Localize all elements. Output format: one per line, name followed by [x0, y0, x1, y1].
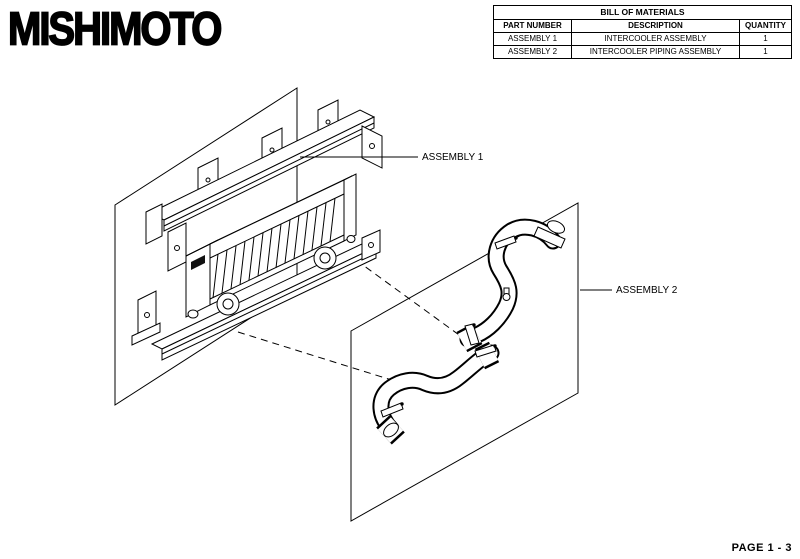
hose-clamp: [380, 402, 404, 418]
end-tank-left: [185, 243, 211, 318]
mishimoto-badge: [191, 255, 205, 270]
bom-row-assembly-2: ASSEMBLY 2 INTERCOOLER PIPING ASSEMBLY 1: [493, 44, 792, 59]
assembly-2-label: ASSEMBLY 2: [616, 285, 678, 296]
assembly-2-callout: ASSEMBLY 2: [580, 285, 678, 296]
alignment-dashed-lines: [237, 259, 467, 393]
bom-part-number: ASSEMBLY 2: [493, 44, 572, 59]
lower-right-bracket: [361, 229, 381, 261]
assembly-1-callout: ASSEMBLY 1: [300, 152, 484, 163]
bom-row-assembly-1: ASSEMBLY 1 INTERCOOLER ASSEMBLY 1: [493, 31, 792, 46]
dashed-guide-line: [355, 259, 467, 341]
assembly-1-label: ASSEMBLY 1: [422, 152, 484, 163]
end-tank-right: [343, 173, 357, 242]
intercooler-assembly-drawing: [131, 99, 383, 361]
end-tank-left-cap: [185, 239, 219, 257]
upper-bar-hanging-bracket: [361, 125, 383, 169]
upper-bar-left-cap: [145, 203, 163, 245]
hose-clamp: [494, 235, 517, 250]
pipe-open-end: [546, 220, 566, 234]
hose-clamp: [464, 323, 480, 346]
bom-table: BILL OF MATERIALS PART NUMBER DESCRIPTIO…: [493, 5, 792, 59]
upper-bar-hanging-bracket: [167, 222, 187, 272]
hose-clamp: [474, 344, 497, 358]
tank-outlet-right: [346, 235, 356, 243]
tank-outlet-left: [187, 309, 199, 319]
lower-left-foot: [131, 322, 161, 346]
page-number: PAGE 1 - 3: [731, 542, 792, 554]
bom-quantity: 1: [739, 44, 792, 59]
piping-assembly-drawing: [372, 218, 566, 445]
pipe-flange: [533, 226, 566, 249]
dashed-guide-line: [237, 331, 431, 393]
pipe-open-end: [383, 422, 399, 438]
roller-right: [313, 246, 337, 270]
mishimoto-logo: MISHIMOTO: [7, 3, 223, 55]
core-fins: [212, 197, 336, 299]
roller-left: [216, 292, 240, 316]
